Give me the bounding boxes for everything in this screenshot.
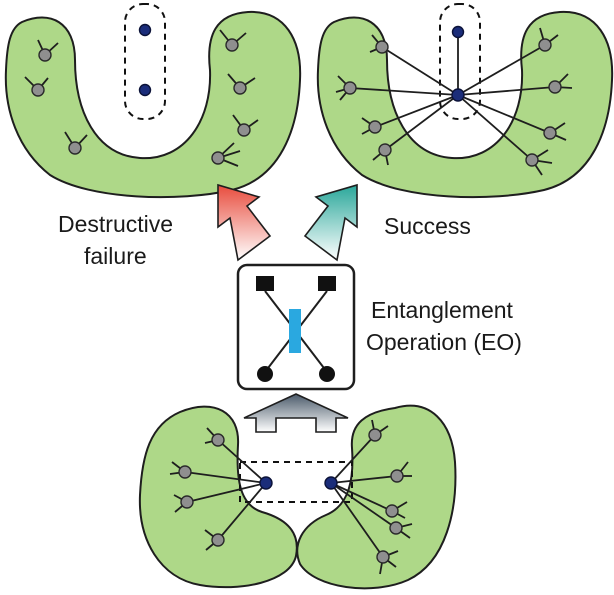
photon-node (538, 27, 559, 52)
photon-node (204, 427, 225, 447)
photon-node (543, 122, 567, 141)
input-cluster-left (138, 405, 298, 589)
fusion-pair-box (239, 461, 353, 503)
photon-node (204, 529, 225, 551)
input-photons (169, 419, 413, 575)
photon-node (335, 75, 357, 101)
success-star-edges (349, 32, 556, 161)
failure-label-line2: failure (84, 243, 147, 269)
right-star-edges (330, 434, 398, 558)
photon-node (361, 117, 382, 135)
photon-node (369, 34, 389, 54)
fusion-qubit-left (259, 476, 273, 490)
photon-node (24, 76, 49, 97)
photon-node (232, 114, 259, 137)
photon-node (169, 461, 192, 479)
photon-node (525, 149, 553, 176)
photon-node (385, 501, 408, 519)
photon-node (227, 73, 256, 95)
detector-left (256, 276, 274, 291)
photon-node (64, 131, 88, 155)
failure-cluster-region (4, 10, 302, 199)
failure-removed-qubits-box (124, 3, 166, 120)
fusion-qubit-right (324, 476, 338, 490)
success-arrow (303, 183, 358, 262)
failure-arrow (217, 183, 272, 262)
detector-right (318, 276, 336, 291)
success-photons (335, 27, 573, 176)
photon-node (390, 461, 412, 483)
entanglement-operation-box (236, 263, 356, 391)
photon-node (173, 494, 194, 513)
success-label: Success (384, 213, 471, 239)
left-star-edges (184, 439, 267, 541)
failure-photons (24, 29, 259, 167)
photon-node (219, 29, 247, 52)
success-cluster-region (316, 10, 614, 199)
failure-removed-qubit (138, 83, 152, 97)
eo-label-line2: Operation (EO) (366, 329, 522, 355)
eo-label-line1: Entanglement (371, 297, 514, 323)
success-measured-qubit (451, 25, 465, 39)
photon-node (376, 550, 399, 575)
photon-node (389, 521, 413, 539)
beamsplitter (289, 309, 301, 353)
photon-node (548, 73, 573, 94)
photon-node (211, 142, 241, 167)
photon-node (368, 419, 389, 442)
failure-removed-qubit (138, 23, 152, 37)
input-arrow (243, 393, 349, 433)
success-fused-qubit-box (439, 3, 481, 120)
input-port-left (257, 366, 273, 382)
input-port-right (319, 366, 335, 382)
failure-cluster (4, 3, 302, 199)
failure-label-line1: Destructive (58, 211, 173, 237)
success-cluster (316, 3, 614, 199)
input-cluster-right (296, 404, 457, 590)
photon-node (37, 39, 59, 62)
input-clusters (138, 404, 457, 590)
photon-node (372, 143, 392, 166)
success-fused-qubit (451, 88, 465, 102)
